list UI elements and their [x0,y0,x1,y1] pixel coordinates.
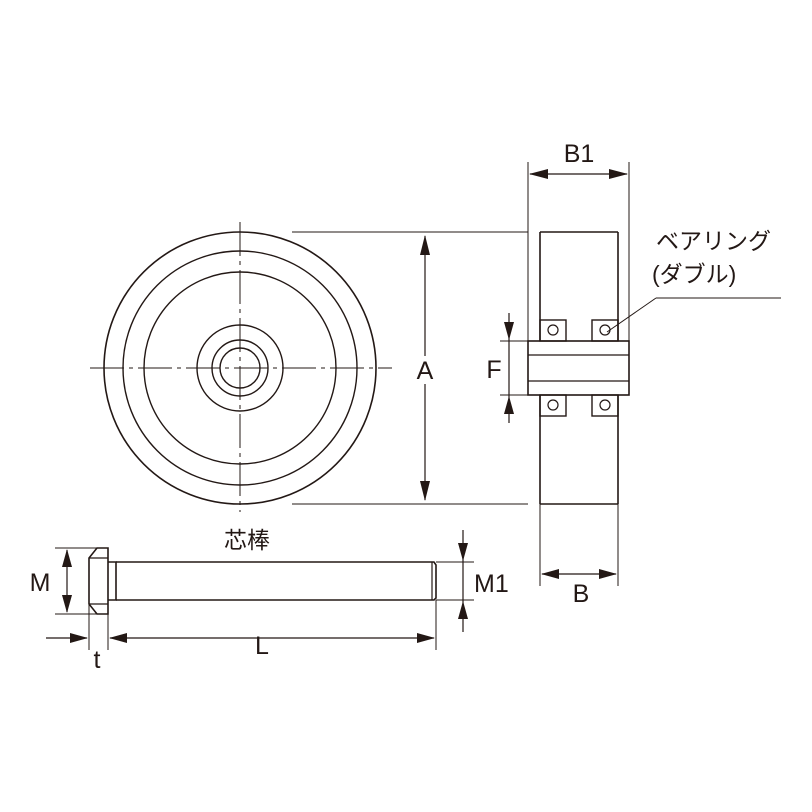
dimension-t: t [46,633,127,674]
bearing-label: ベアリング [656,228,771,254]
hub-block [527,340,630,396]
dimension-m: M [30,549,72,613]
wheel-side-view [527,231,630,505]
dimension-m1: M1 [458,530,509,632]
dimension-t-label: t [94,646,101,674]
dimension-a-label: A [417,357,434,385]
dimension-b-label: B [573,580,590,608]
dimension-f: F [486,313,514,423]
dimension-m1-label: M1 [474,570,509,598]
dimension-b: B [541,569,617,608]
dimension-f-label: F [486,356,501,384]
dimension-b1-label: B1 [564,140,595,168]
dimension-b1: B1 [529,140,628,179]
wheel-front-view [90,222,392,512]
dimension-l-label: L [255,632,269,660]
dimension-m-label: M [30,569,51,597]
shaft-view: 芯棒 [88,527,437,615]
bearing-type-label: (ダブル) [652,261,736,287]
shaft-label: 芯棒 [224,527,270,553]
shaft-body [108,561,117,601]
dimension-l: L [110,632,435,660]
dimension-a: A [412,235,438,501]
bearing-callout: ベアリング (ダブル) [606,228,781,333]
